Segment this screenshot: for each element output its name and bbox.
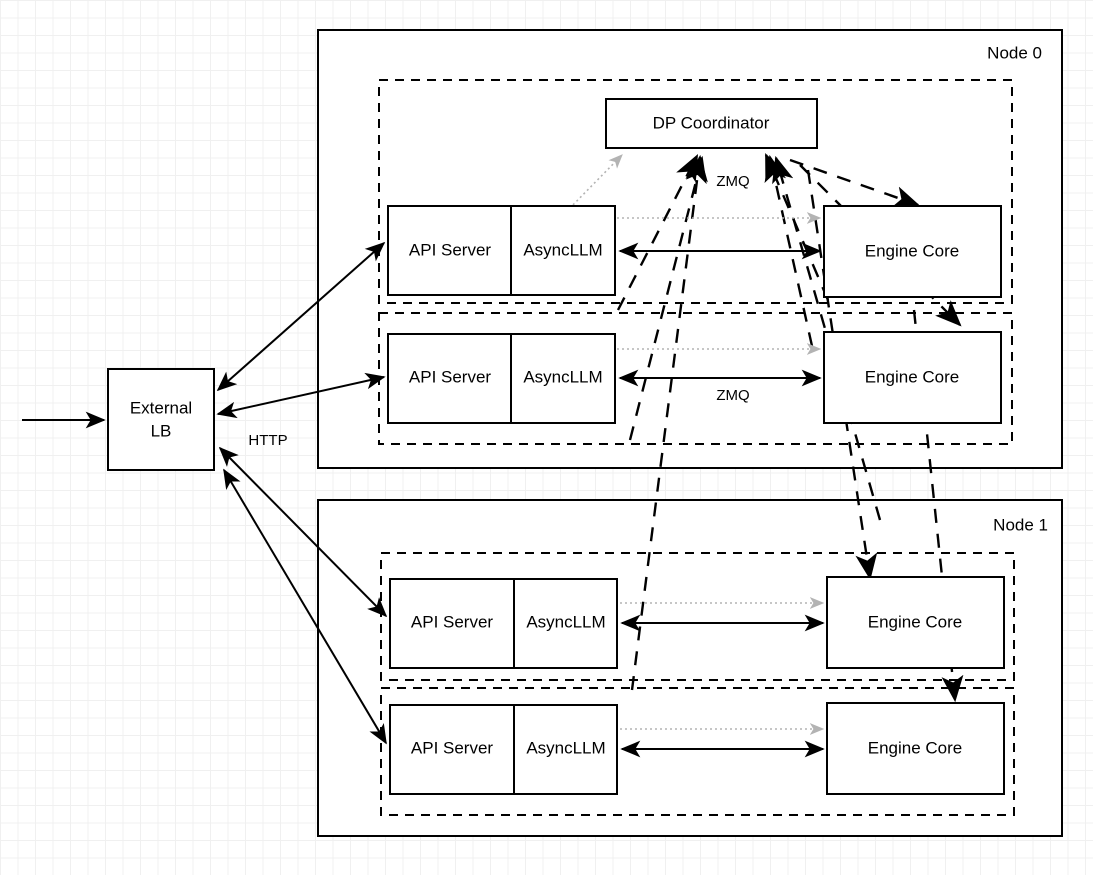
external-lb-box[interactable] [107, 368, 215, 471]
node-1-replica-1-group [380, 687, 1015, 816]
zmq-link-n0-e1-to-coordinator [764, 154, 814, 347]
node-0-replica-1-engine-core-box[interactable] [823, 331, 1002, 424]
node-0-replica-0-engine-core-label: Engine Core [865, 241, 960, 260]
http-link-lb-to-n0-r1 [216, 372, 386, 419]
node-0-replica-1-asyncllm-label: AsyncLLM [523, 367, 602, 386]
node-1-replica-1-engine-core-label: Engine Core [868, 738, 963, 757]
node-1-replica-1-api-server-label: API Server [411, 738, 494, 757]
http-label: HTTP [248, 432, 287, 449]
zmq-label-second: ZMQ [716, 387, 749, 404]
node-1-replica-0-api-server-label: API Server [411, 612, 494, 631]
http-link-lb-to-n1-r1 [223, 468, 387, 745]
node-0-replica-1-server-box[interactable] [387, 333, 616, 424]
dp-coordinator-label: DP Coordinator [653, 113, 770, 132]
node-1-replica-0-engine-core-label: Engine Core [868, 612, 963, 631]
external-lb-label-line2: LB [151, 421, 172, 440]
http-link-lb-to-n0-r0 [216, 241, 386, 392]
node-0-replica-1-engine-core-label: Engine Core [865, 367, 960, 386]
node-0-label: Node 0 [987, 43, 1042, 62]
node-1-replica-0-asyncllm-label: AsyncLLM [526, 612, 605, 631]
node-0-replica-0-group [378, 79, 1013, 304]
external-lb-label-line1: External [130, 398, 192, 417]
node-1-replica-1-engine-core-box[interactable] [826, 702, 1005, 795]
node-1-replica-0-server-box[interactable] [389, 578, 618, 669]
node-1-replica-0-engine-core-box[interactable] [826, 576, 1005, 669]
node-1-replica-1-asyncllm-label: AsyncLLM [526, 738, 605, 757]
dp-coordinator-box[interactable] [605, 98, 818, 149]
node-0-replica-0-api-server-label: API Server [409, 240, 492, 259]
zmq-link-coordinator-to-n0-e0 [789, 158, 921, 208]
node-0-replica-0-asyncllm-label: AsyncLLM [523, 240, 602, 259]
dotted-link-asyncllm-to-coordinator [565, 154, 623, 213]
node-0-replica-0-engine-core-box[interactable] [823, 205, 1002, 298]
zmq-label-top: ZMQ [716, 173, 749, 190]
node-0-replica-0-server-box[interactable] [387, 205, 616, 296]
zmq-link-n0-a0-to-coordinator [616, 154, 699, 311]
node-0-replica-1-api-server-label: API Server [409, 367, 492, 386]
node-1-replica-1-server-box[interactable] [389, 704, 618, 795]
node-1-label: Node 1 [993, 515, 1048, 534]
